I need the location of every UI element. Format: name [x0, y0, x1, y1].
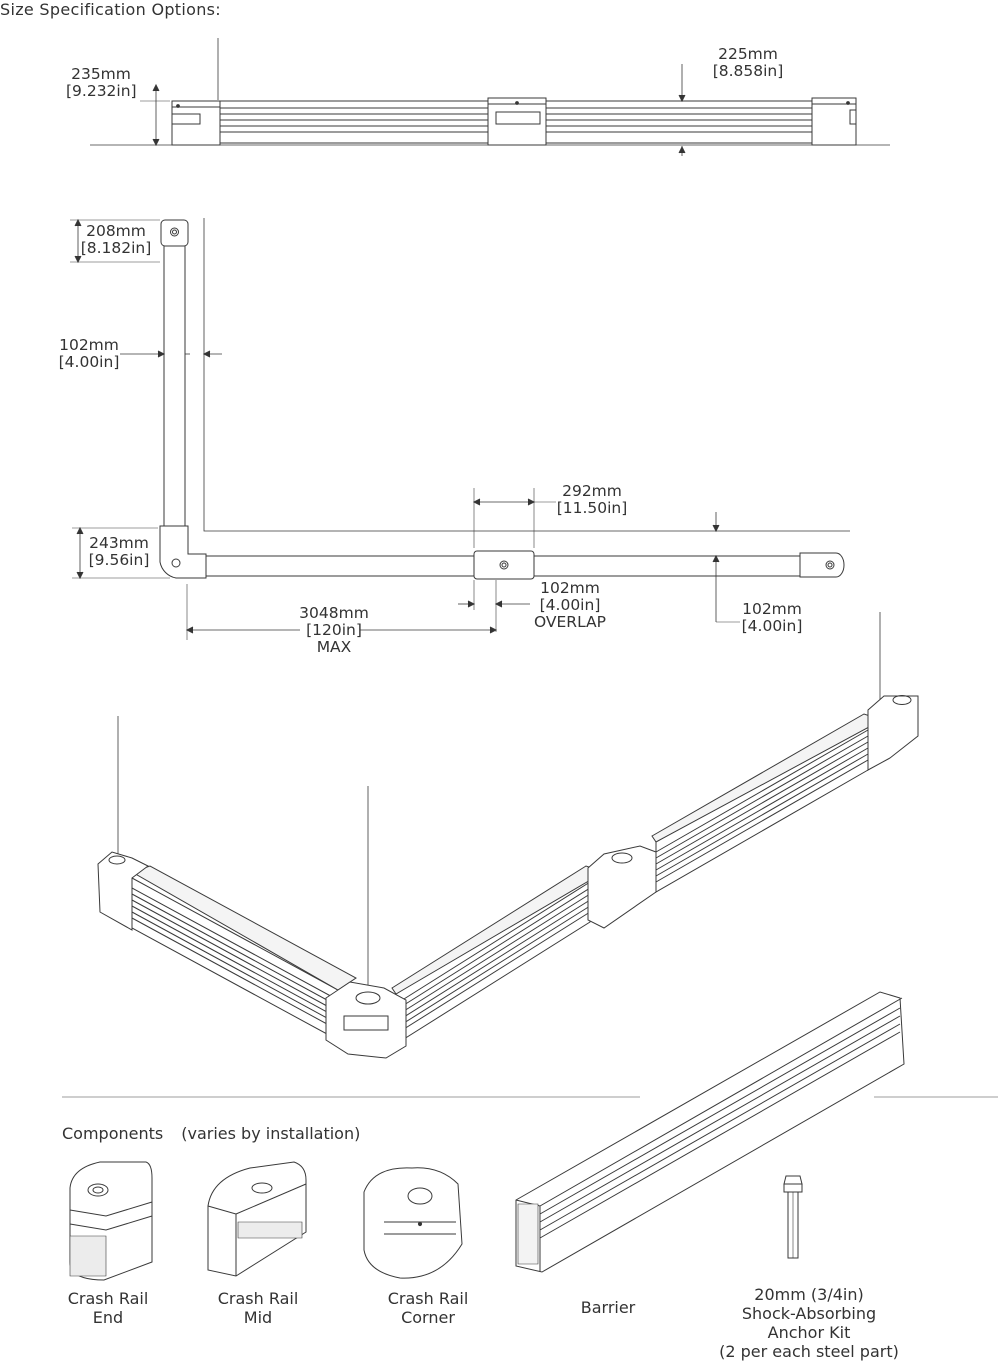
dim-rail-width: 102mm[4.00in]: [58, 336, 120, 371]
dim-depth: 225mm[8.858in]: [712, 45, 784, 80]
components-heading: Components(varies by installation): [62, 1124, 361, 1143]
plan-view: [70, 218, 850, 640]
dim-height: 235mm[9.232in]: [66, 65, 137, 100]
dim-span: 3048mm[120in]MAX: [299, 604, 369, 656]
dim-corner: 243mm[9.56in]: [88, 534, 150, 569]
dim-mid: 292mm[11.50in]: [556, 482, 628, 517]
isometric-view: [98, 612, 918, 1058]
dim-end-width: 208mm[8.182in]: [80, 222, 152, 257]
crash-rail-end-icon: [70, 1162, 152, 1280]
elevation-view: [90, 38, 890, 156]
crash-rail-mid-icon: [208, 1162, 306, 1276]
dim-offset: 102mm[4.00in]: [741, 600, 803, 635]
barrier-icon: [516, 992, 904, 1272]
label-barrier: Barrier: [580, 1298, 636, 1317]
label-anchor-kit: 20mm (3/4in)Shock-Absorbing Anchor Kit(2…: [719, 1285, 899, 1361]
page-title: Size Specification Options:: [0, 0, 221, 19]
dim-overlap: 102mm[4.00in]OVERLAP: [533, 579, 607, 631]
crash-rail-corner-icon: [364, 1168, 462, 1278]
anchor-kit-icon: [784, 1176, 802, 1258]
